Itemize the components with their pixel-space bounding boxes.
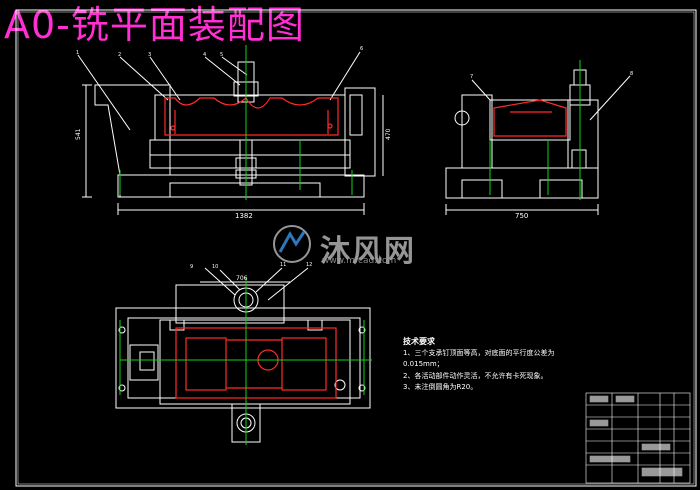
side-left-post — [461, 94, 493, 169]
front-balloon-2: 2 — [118, 52, 121, 58]
top-upper-bracket — [175, 284, 285, 324]
side-base-plate — [445, 167, 599, 199]
top-centerlines — [119, 278, 372, 445]
top-clamp-frame — [159, 319, 351, 405]
notes-item: 3、未注倒圆角为R20。 — [403, 383, 478, 391]
technical-notes: 技术要求 1、三个支承钉顶面等高，对底面的平行度公差为 0.015mm； 2、各… — [403, 336, 603, 394]
front-balloon-4: 4 — [203, 52, 206, 58]
front-lower-block — [149, 139, 351, 169]
front-balloons: 1 2 3 4 5 6 — [76, 46, 363, 58]
front-balloon-5: 5 — [220, 52, 223, 58]
side-centerlines — [489, 60, 581, 200]
side-workpiece — [493, 99, 567, 137]
side-dim-width: 750 — [515, 212, 528, 220]
front-view — [77, 51, 384, 215]
sheet-border — [15, 9, 697, 487]
notes-item: 0.015mm； — [403, 360, 444, 368]
top-balloon-12: 12 — [306, 262, 312, 268]
side-view — [445, 69, 631, 215]
front-balloon-1: 1 — [76, 50, 79, 56]
sheet-inner-border — [17, 11, 695, 485]
title-block — [585, 392, 691, 484]
top-left-lug — [129, 344, 159, 381]
front-base-slot — [169, 182, 321, 198]
top-balloon-10: 10 — [212, 264, 218, 270]
top-balloons: 9 10 11 12 — [190, 262, 312, 270]
front-dim-height-inner: 470 — [385, 128, 392, 140]
front-left-body — [94, 84, 171, 176]
side-balloons: 7 8 — [470, 71, 633, 80]
top-dim-width: 706 — [236, 275, 248, 282]
watermark-logo — [273, 225, 311, 263]
top-balloon-9: 9 — [190, 264, 193, 270]
front-workpiece — [164, 97, 339, 136]
top-balloon-11: 11 — [280, 262, 286, 268]
notes-item: 2、各活动部件动作灵活，不允许有卡死现象。 — [403, 371, 548, 380]
top-workpiece — [175, 327, 337, 399]
top-view — [115, 267, 371, 443]
watermark-brand: 沐风网 — [320, 234, 416, 269]
top-base-plate — [115, 307, 371, 409]
side-balloon-8: 8 — [630, 71, 633, 77]
watermark-url: www.mfcad.com — [322, 256, 397, 266]
side-balloon-7: 7 — [470, 74, 473, 80]
front-balloon-3: 3 — [148, 52, 151, 58]
front-dim-height: 541 — [75, 128, 82, 140]
side-clamp — [489, 99, 571, 141]
notes-heading: 技术要求 — [403, 337, 435, 346]
notes-item: 1、三个支承钉顶面等高，对底面的平行度公差为 — [403, 348, 555, 357]
front-balloon-6: 6 — [360, 46, 363, 52]
front-centerlines — [119, 45, 353, 200]
front-dim-width: 1382 — [235, 212, 253, 220]
